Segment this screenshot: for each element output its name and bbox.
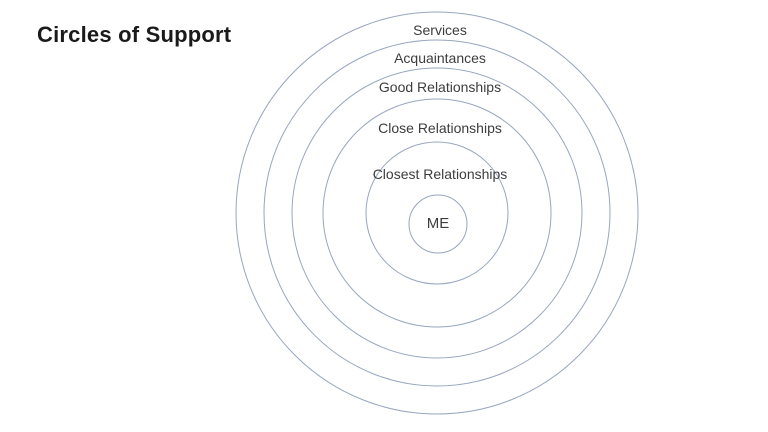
ring-label-services: Services	[413, 22, 467, 38]
circle-acquaintances	[263, 39, 611, 387]
ring-label-acquaintances: Acquaintances	[394, 50, 486, 66]
circle-close-relationships	[322, 98, 552, 328]
ring-label-me: ME	[426, 215, 450, 232]
slide-title: Circles of Support	[37, 22, 232, 47]
circle-services	[235, 11, 639, 415]
circle-good-relationships	[291, 67, 583, 359]
ring-label-closest-relationships: Closest Relationships	[372, 166, 508, 182]
circle-closest-relationships	[365, 141, 509, 285]
ring-label-good-relationships: Good Relationships	[378, 79, 502, 95]
circle-me	[408, 194, 468, 254]
ring-label-close-relationships: Close Relationships	[378, 120, 502, 136]
